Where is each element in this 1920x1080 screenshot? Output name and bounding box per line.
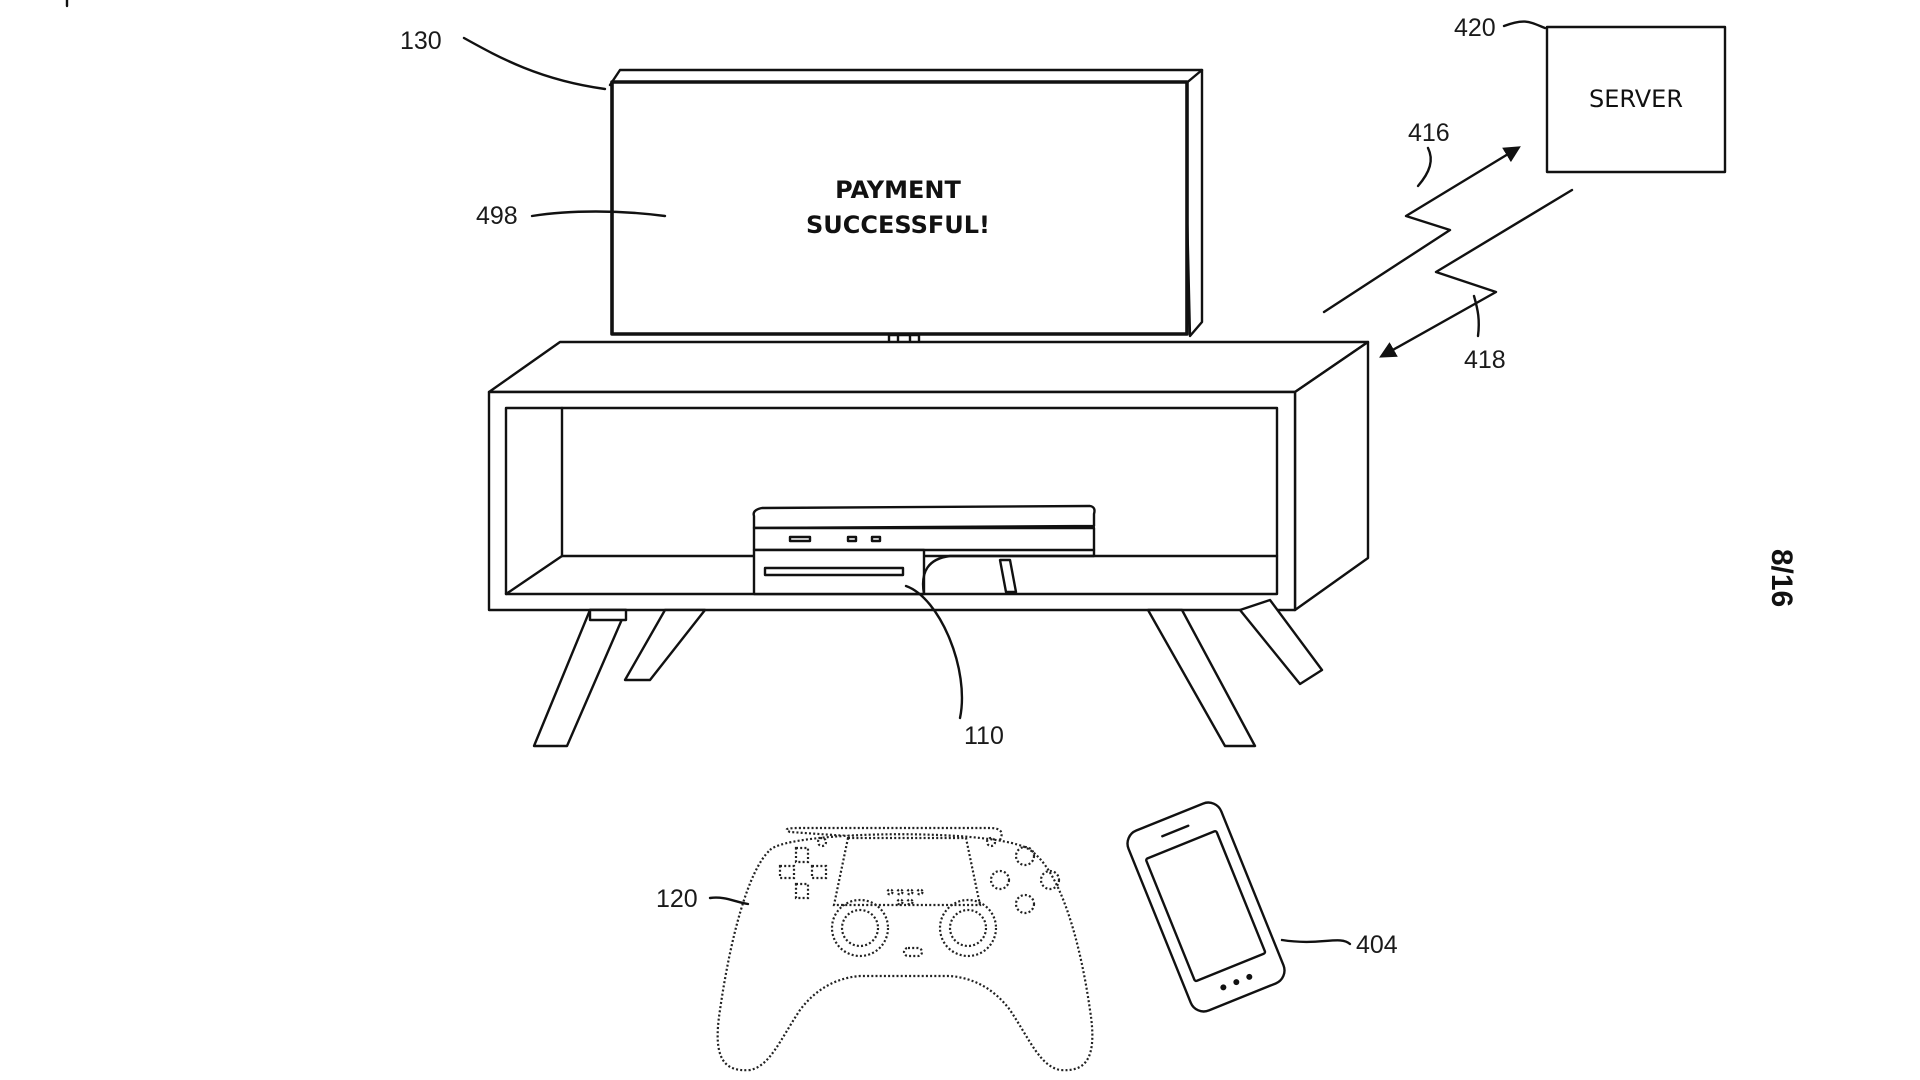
server-label: SERVER xyxy=(1589,85,1683,113)
ref-label-server: 420 xyxy=(1454,14,1496,42)
right-stick-icon xyxy=(938,898,998,958)
stand-top xyxy=(487,340,1370,394)
wireless-uplink-arrow xyxy=(1322,146,1521,314)
phone-body xyxy=(1126,801,1286,1013)
phone-speaker xyxy=(1161,824,1190,838)
stand-leg-cap xyxy=(588,608,628,622)
phone-buttons-icon xyxy=(1220,973,1253,991)
ref-label-screen: 498 xyxy=(476,202,518,230)
sheet-number: 8/16 xyxy=(1765,549,1798,607)
tv-screen-frame xyxy=(610,80,1189,336)
leader-498 xyxy=(530,210,667,218)
server-rect xyxy=(1545,25,1727,174)
left-stick-icon xyxy=(830,898,890,958)
ref-label-phone: 404 xyxy=(1356,931,1398,959)
face-buttons-icon xyxy=(989,845,1061,915)
smartphone xyxy=(1126,801,1286,1013)
console-disc-slot xyxy=(763,566,905,577)
console-buttons xyxy=(788,535,882,543)
home-button-icon xyxy=(902,946,924,958)
console-mid xyxy=(752,526,1096,552)
left-stick-cap-icon xyxy=(840,908,880,948)
stand-leg-back-right xyxy=(1238,598,1324,686)
tv-stand xyxy=(487,340,1370,748)
leader-110 xyxy=(904,584,964,720)
leader-130 xyxy=(462,36,607,91)
leader-404 xyxy=(1280,938,1352,946)
console-top xyxy=(752,504,1096,530)
leader-420 xyxy=(1502,20,1547,30)
controller-touchpad xyxy=(832,836,982,907)
game-console xyxy=(752,504,1096,596)
right-stick-cap-icon xyxy=(948,908,988,948)
phone-screen xyxy=(1145,830,1267,983)
ref-label-controller: 120 xyxy=(656,885,698,913)
leader-120 xyxy=(708,896,750,906)
stand-inner-edge xyxy=(504,554,564,596)
stand-leg-back-left xyxy=(623,608,707,682)
wireless-downlink-arrow xyxy=(1379,188,1574,358)
ref-label-downlink: 418 xyxy=(1464,346,1506,374)
screen-line-2: SUCCESSFUL! xyxy=(806,211,990,239)
screen-line-1: PAYMENT xyxy=(835,176,961,204)
console-foot xyxy=(998,558,1018,594)
create-button-icon xyxy=(816,836,828,848)
stand-leg-front-left xyxy=(532,608,628,748)
dpad-icon xyxy=(778,846,828,900)
ref-label-uplink: 416 xyxy=(1408,119,1450,147)
leader-418 xyxy=(1472,294,1480,338)
speaker-grille-icon xyxy=(886,888,924,906)
ref-label-display: 130 xyxy=(400,27,442,55)
leader-416 xyxy=(1416,146,1432,188)
game-controller xyxy=(716,826,1094,1072)
console-stand-curve xyxy=(921,548,1096,596)
stand-leg-front-right xyxy=(1146,608,1257,748)
console-bottom xyxy=(752,548,926,596)
options-button-icon xyxy=(985,836,997,848)
ref-label-console: 110 xyxy=(964,722,1004,750)
television: PAYMENT SUCCESSFUL! xyxy=(608,68,1204,390)
server-box: SERVER xyxy=(1545,25,1727,174)
